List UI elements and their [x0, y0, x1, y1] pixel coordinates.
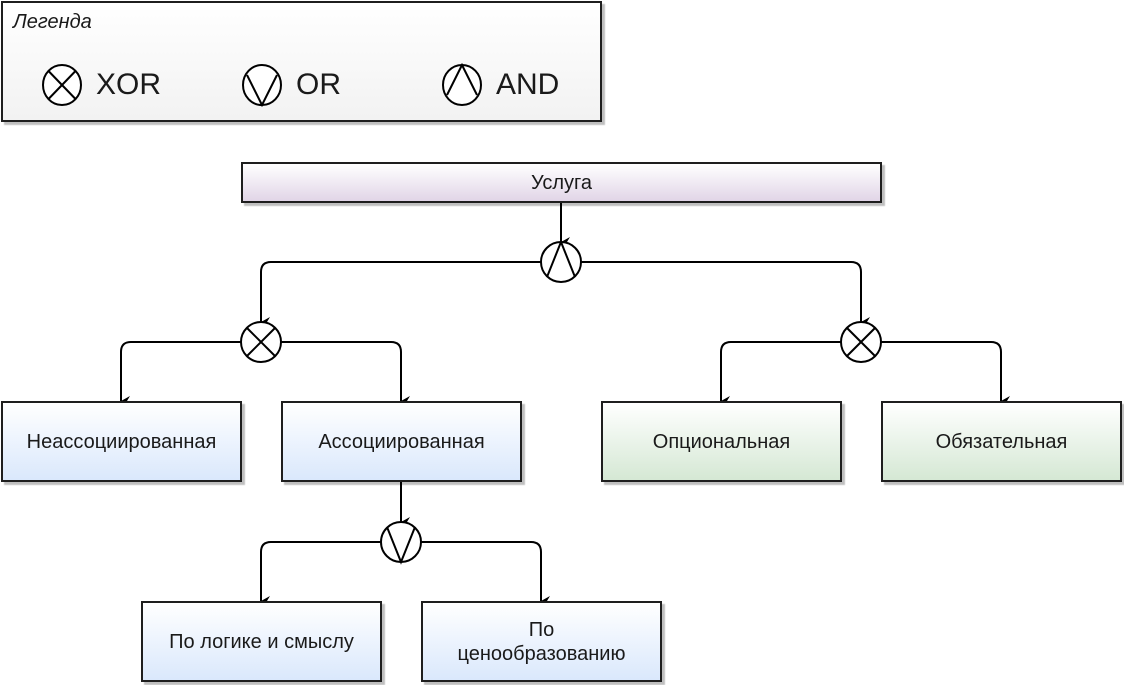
- node-root[interactable]: Услуга: [241, 162, 882, 203]
- or-gate-icon: [380, 521, 422, 565]
- node-optional[interactable]: Опциональная: [601, 401, 842, 482]
- legend-item-or: OR: [240, 63, 341, 107]
- connector-or-to-by-logic: [260, 541, 381, 606]
- node-unassociated-label: Неассоциированная: [26, 430, 217, 453]
- or-icon: [242, 64, 282, 107]
- node-by-pricing[interactable]: По ценообразованию: [421, 601, 662, 682]
- legend-item-xor: XOR: [40, 63, 161, 107]
- node-associated-label: Ассоциированная: [318, 430, 485, 453]
- xor-gate-right-icon: [840, 321, 882, 363]
- and-icon: [442, 63, 482, 106]
- node-root-label: Услуга: [530, 171, 592, 194]
- node-associated[interactable]: Ассоциированная: [281, 401, 522, 482]
- legend-label-xor: XOR: [96, 68, 162, 101]
- legend-title: Легенда: [13, 11, 92, 33]
- and-gate-icon: [540, 239, 582, 283]
- legend-panel: Легенда XOR OR AND: [1, 1, 602, 122]
- connector-xor-to-associated: [281, 341, 410, 406]
- xor-gate-left-icon: [240, 321, 282, 363]
- connector-and-to-left-xor: [260, 261, 541, 327]
- legend-label-or: OR: [296, 68, 341, 101]
- node-by-pricing-label: По ценообразованию: [457, 618, 626, 665]
- node-mandatory-label: Обязательная: [935, 430, 1068, 453]
- node-by-logic[interactable]: По логике и смыслу: [141, 601, 382, 682]
- connector-xor-to-optional: [720, 341, 841, 406]
- legend-label-and: AND: [496, 68, 560, 101]
- node-mandatory[interactable]: Обязательная: [881, 401, 1122, 482]
- xor-icon: [42, 64, 82, 106]
- node-by-logic-label: По логике и смыслу: [169, 630, 354, 653]
- node-unassociated[interactable]: Неассоциированная: [1, 401, 242, 482]
- connector-or-to-by-pricing: [421, 541, 550, 606]
- connector-and-to-right-xor: [581, 261, 870, 327]
- connector-xor-to-unassociated: [120, 341, 241, 406]
- legend-item-and: AND: [440, 63, 559, 107]
- node-optional-label: Опциональная: [652, 430, 791, 453]
- connector-xor-to-mandatory: [881, 341, 1010, 406]
